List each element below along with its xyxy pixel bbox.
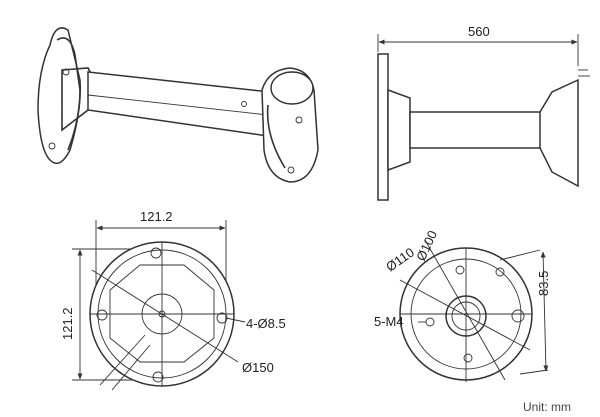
isometric-view: [37, 27, 319, 183]
d110-dimension: Ø110: [383, 244, 417, 274]
screws-dimension: 5-M4: [374, 314, 404, 329]
base-height-dimension: 121.2: [60, 307, 75, 340]
pitch-dimension: 83.5: [536, 271, 551, 296]
units-label: Unit: mm: [523, 400, 571, 414]
side-view: 560: [377, 24, 590, 201]
junction-box-view: Ø100 Ø110 5-M4 83.5: [374, 228, 551, 382]
length-dimension: 560: [468, 24, 490, 39]
base-diameter-dimension: Ø150: [242, 360, 274, 375]
base-plate-view: 121.2 121.2 4-Ø8.5 Ø150: [60, 209, 286, 391]
base-width-dimension: 121.2: [140, 209, 173, 224]
holes-dimension: 4-Ø8.5: [246, 316, 286, 331]
